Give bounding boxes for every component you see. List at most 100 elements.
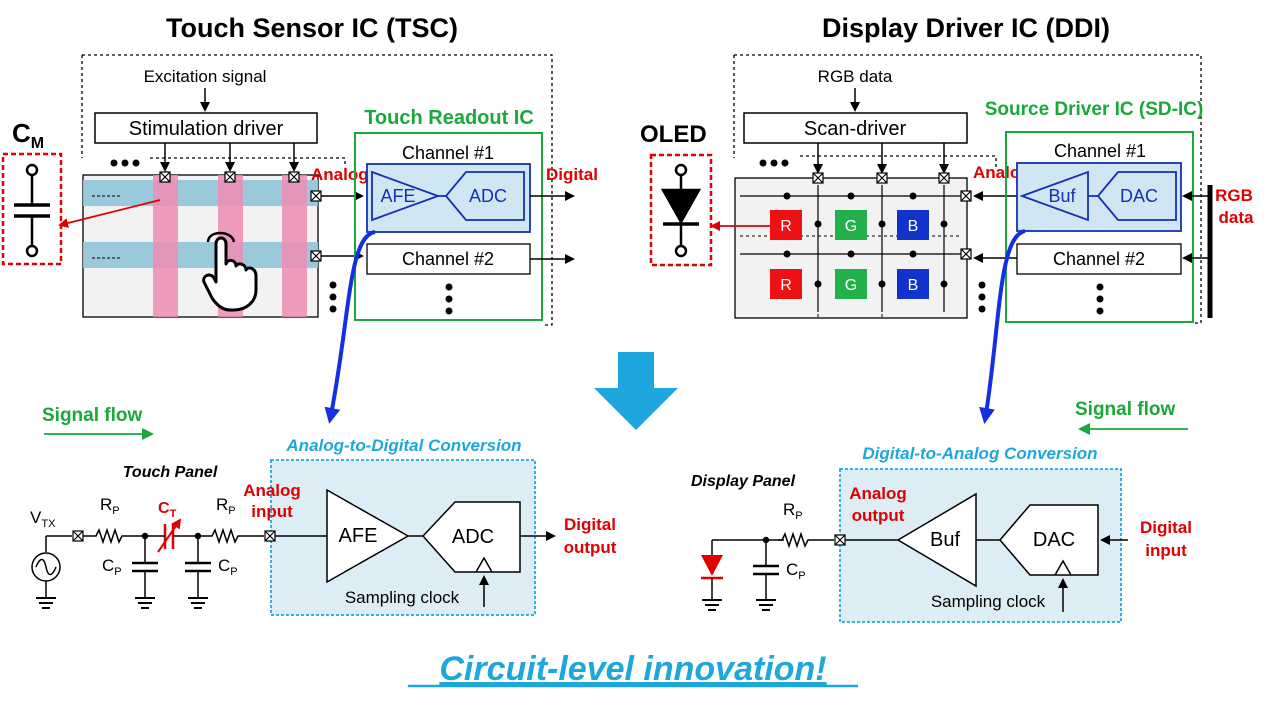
digital-input-label-2: input xyxy=(1145,541,1187,560)
adc-sampling-clock: Sampling clock xyxy=(345,588,460,607)
cp2-label: CP xyxy=(218,556,238,578)
dac-clock-edge xyxy=(1054,559,1072,576)
analog-input-label-2: input xyxy=(251,502,293,521)
big-down-arrow xyxy=(594,352,678,430)
dac-block xyxy=(999,504,1099,576)
touch-col-1 xyxy=(153,175,178,317)
ddi-buf-label: Buf xyxy=(1048,186,1076,206)
pixel-b-2 xyxy=(897,269,929,299)
rp2-label: RP xyxy=(216,495,236,517)
excitation-label: Excitation signal xyxy=(144,67,267,86)
rgb-in-label-2: data xyxy=(1219,208,1255,227)
oled-diode-symbol xyxy=(660,163,702,258)
ddi-zoom-arrow xyxy=(979,229,1026,424)
tsc-dots-right xyxy=(329,281,337,313)
ddi-sd-dots xyxy=(1096,283,1104,315)
svg-text:G: G xyxy=(845,277,857,294)
touch-readout-box xyxy=(354,132,543,321)
touch-col-3 xyxy=(282,175,307,317)
display-diode-symbol xyxy=(701,540,723,611)
ddi-dots-right xyxy=(978,281,986,313)
touch-hand-icon xyxy=(202,231,258,312)
analog-output-label-2: output xyxy=(852,506,905,525)
display-nodes xyxy=(783,192,948,288)
buf-label: Buf xyxy=(930,529,960,551)
dac-conv-title: Digital-to-Analog Conversion xyxy=(862,444,1097,463)
stim-switch-2 xyxy=(224,171,236,183)
touch-panel-title: Touch Panel xyxy=(123,464,218,481)
tsc-channel1-label: Channel #1 xyxy=(402,143,494,163)
svg-text:R: R xyxy=(780,218,792,235)
touch-row-2 xyxy=(83,242,318,268)
cp2-capacitor xyxy=(185,532,211,609)
sd-ic-title: Source Driver IC (SD-IC) xyxy=(985,99,1204,120)
tsc-afe-triangle xyxy=(371,170,441,222)
touch-row-1 xyxy=(83,180,318,206)
display-rp-resistor xyxy=(778,531,834,549)
dac-section: Signal flow Digital-to-Analog Conversion… xyxy=(691,399,1192,623)
analog-input-switch xyxy=(264,530,276,542)
tsc-readout-dots xyxy=(445,283,453,315)
rp2-resistor xyxy=(210,527,264,545)
touch-readout-title: Touch Readout IC xyxy=(364,107,534,129)
scan-driver-label: Scan-driver xyxy=(804,118,907,140)
src-switch-1 xyxy=(960,190,972,202)
ddi-dac-block xyxy=(1096,171,1177,221)
stimulation-driver-box xyxy=(94,112,318,144)
tsc-channel2-box xyxy=(366,243,531,275)
pixel-g-1 xyxy=(835,210,867,240)
tsc-adc-label: ADC xyxy=(469,186,507,206)
touch-tx-switch xyxy=(72,530,84,542)
cm-capacitor-symbol xyxy=(14,163,50,258)
scan-lines xyxy=(813,143,949,174)
cm-label: CM xyxy=(12,118,44,152)
tsc-channel2-label: Channel #2 xyxy=(402,249,494,269)
tsc-title: Touch Sensor IC (TSC) xyxy=(166,13,458,43)
stim-switch-1 xyxy=(159,171,171,183)
adc-section: Signal flow Analog-to-Digital Conversion… xyxy=(30,405,617,616)
analog-output-label-1: Analog xyxy=(849,484,907,503)
sd-ic-box xyxy=(1005,131,1194,323)
svg-text:B: B xyxy=(908,218,919,235)
stim-lines xyxy=(160,143,299,172)
afe-triangle xyxy=(326,488,410,584)
pixel-r-2 xyxy=(770,269,802,299)
vtx-source-symbol xyxy=(31,535,72,609)
vtx-label: VTX xyxy=(30,508,56,530)
display-cp-label: CP xyxy=(786,560,806,582)
ddi-channel2-box xyxy=(1016,243,1182,275)
cp1-label: CP xyxy=(102,556,122,578)
cp1-capacitor xyxy=(132,532,158,609)
ddi-section: RGB data Scan-driver xyxy=(640,54,1255,424)
adc-label: ADC xyxy=(452,526,494,548)
rgb-in-label-1: RGB xyxy=(1215,186,1253,205)
digital-output-label-1: Digital xyxy=(564,515,616,534)
cm-box xyxy=(1,152,63,266)
tsc-afe-label: AFE xyxy=(380,186,415,206)
svg-text:R: R xyxy=(780,277,792,294)
tsc-adc-block xyxy=(444,171,525,221)
cm-pointer-arrow xyxy=(58,199,161,228)
ddi-dotted-boundary xyxy=(733,54,1202,324)
rx-switch-2 xyxy=(310,250,322,262)
analog-output-switch xyxy=(834,534,846,546)
digital-output-label-2: output xyxy=(564,538,617,557)
scan-switch-1 xyxy=(812,172,824,184)
tsc-dotted-boundary xyxy=(81,54,553,326)
adc-conv-title: Analog-to-Digital Conversion xyxy=(285,436,521,455)
afe-label: AFE xyxy=(339,525,378,547)
innovation-banner: Circuit-level innovation! xyxy=(439,650,826,688)
left-signal-flow-label: Signal flow xyxy=(42,405,143,426)
pixel-labels: R G B R G B xyxy=(780,218,918,294)
rp1-label: RP xyxy=(100,495,120,517)
dac-sampling-clock: Sampling clock xyxy=(931,592,1046,611)
adc-block xyxy=(421,501,521,573)
svg-text:G: G xyxy=(845,218,857,235)
stim-switch-3 xyxy=(288,171,300,183)
adc-clock-edge xyxy=(475,556,493,573)
tsc-dotted-boundary-2 xyxy=(150,157,346,165)
tsc-digital-label: Digital xyxy=(546,165,598,184)
stimulation-driver-label: Stimulation driver xyxy=(129,118,284,140)
scan-driver-box xyxy=(743,112,968,144)
tsc-section: Excitation signal Stimulation driver xyxy=(1,54,598,424)
